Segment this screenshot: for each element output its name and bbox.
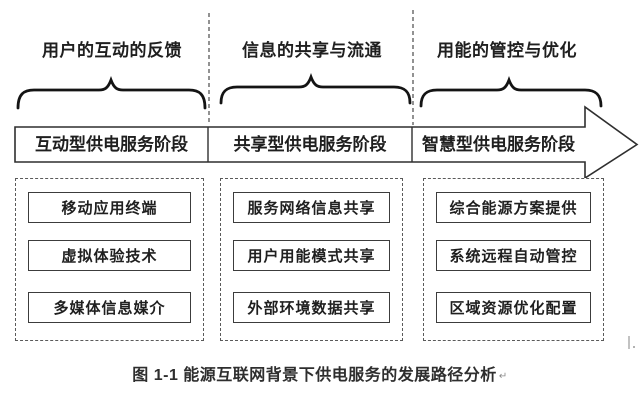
- brace-2-icon: [219, 73, 412, 105]
- stage-panel-3: 综合能源方案提供 系统远程自动管控 区域资源优化配置: [423, 178, 604, 341]
- stage-item: 服务网络信息共享: [233, 192, 390, 223]
- brace-3-icon: [419, 76, 603, 108]
- phase-arrow-icon: [14, 105, 639, 180]
- stage-item: 用户用能模式共享: [233, 240, 390, 271]
- paragraph-mark: ↵: [498, 371, 508, 382]
- stage-item: 移动应用终端: [28, 192, 191, 223]
- stage-item: 外部环境数据共享: [233, 292, 390, 323]
- brace-1-icon: [16, 76, 207, 110]
- stage-label-3: 智慧型供电服务阶段: [422, 135, 575, 154]
- stage-item: 虚拟体验技术: [28, 240, 191, 271]
- stage-item: 系统远程自动管控: [436, 240, 591, 271]
- stage-label-2: 共享型供电服务阶段: [233, 135, 387, 154]
- stage-panel-2: 服务网络信息共享 用户用能模式共享 外部环境数据共享: [220, 178, 403, 341]
- phase-annotation-2: 信息的共享与流通: [242, 41, 382, 60]
- figure-caption-text: 图 1-1 能源互联网背景下供电服务的发展路径分析: [132, 367, 497, 384]
- phase-annotation-3: 用能的管控与优化: [437, 41, 577, 60]
- stage-label-1: 互动型供电服务阶段: [35, 135, 188, 154]
- stage-panel-1: 移动应用终端 虚拟体验技术 多媒体信息媒介: [15, 178, 204, 341]
- phase-annotation-1: 用户的互动的反馈: [42, 41, 182, 60]
- cursor-dot-icon: [633, 346, 635, 348]
- figure-caption: 图 1-1 能源互联网背景下供电服务的发展路径分析↵: [0, 361, 640, 385]
- stage-item: 综合能源方案提供: [436, 192, 591, 223]
- stage-item: 多媒体信息媒介: [28, 292, 191, 323]
- stage-item: 区域资源优化配置: [436, 292, 591, 323]
